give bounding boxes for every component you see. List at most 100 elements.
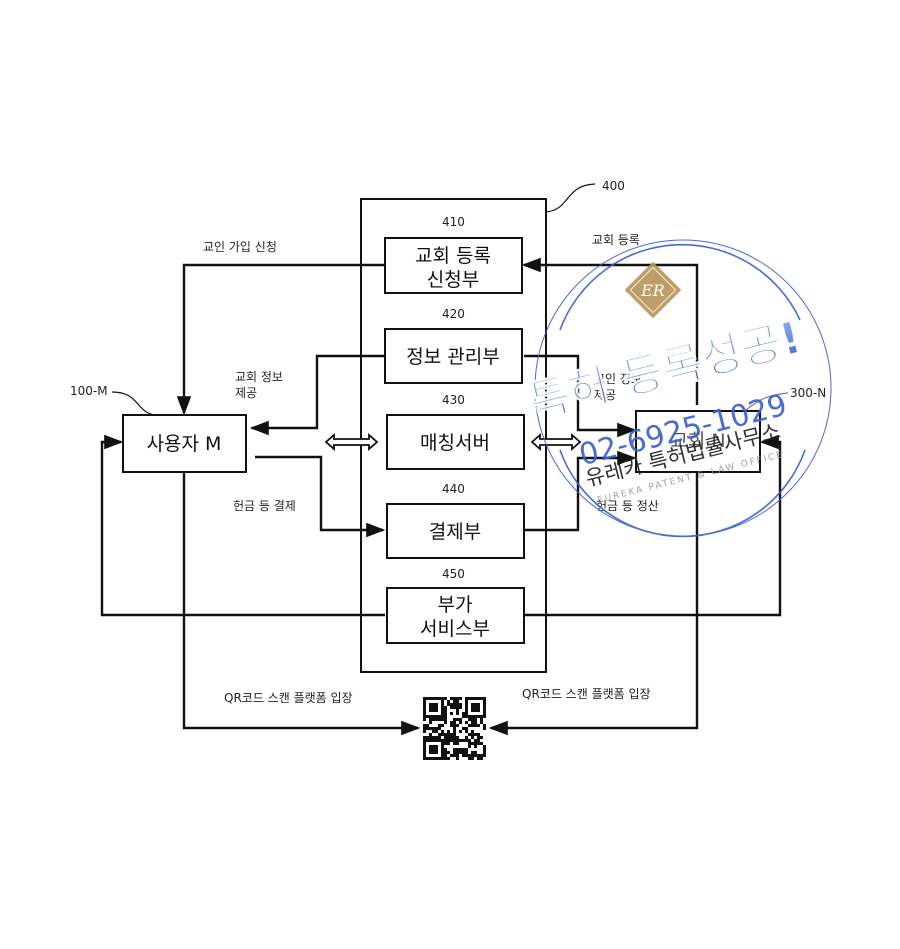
qr-module — [462, 739, 465, 742]
qr-module — [453, 721, 456, 724]
qr-module — [468, 733, 471, 736]
qr-module — [426, 757, 429, 760]
module-410-label-1: 교회 등록 — [415, 245, 491, 267]
qr-module — [477, 754, 480, 757]
module-440-ref: 440 — [442, 482, 465, 496]
qr-module — [426, 697, 429, 700]
qr-module — [459, 697, 462, 700]
qr-module — [441, 715, 444, 718]
qr-module — [438, 697, 441, 700]
label-member-join: 교인 가입 신청 — [203, 240, 277, 254]
qr-module — [459, 718, 462, 721]
qr-module — [441, 751, 444, 754]
qr-module — [471, 724, 474, 727]
qr-module — [456, 709, 459, 712]
qr-module — [453, 697, 456, 700]
qr-module — [471, 718, 474, 721]
qr-module — [429, 715, 432, 718]
qr-module — [477, 736, 480, 739]
qr-module — [468, 754, 471, 757]
qr-module — [471, 733, 474, 736]
qr-module — [450, 706, 453, 709]
qr-module — [429, 745, 432, 748]
qr-module — [444, 718, 447, 721]
qr-module — [426, 724, 429, 727]
qr-module — [429, 748, 432, 751]
qr-module — [447, 700, 450, 703]
module-430-ref: 430 — [442, 393, 465, 407]
er-logo-text: ER — [640, 281, 665, 300]
qr-module — [432, 745, 435, 748]
qr-module — [483, 712, 486, 715]
qr-module — [471, 754, 474, 757]
qr-module — [459, 748, 462, 751]
qr-module — [471, 736, 474, 739]
qr-code — [423, 697, 486, 760]
qr-module — [474, 715, 477, 718]
qr-module — [459, 703, 462, 706]
qr-module — [474, 739, 477, 742]
qr-module — [450, 736, 453, 739]
qr-module — [432, 706, 435, 709]
qr-module — [474, 754, 477, 757]
module-450-ref: 450 — [442, 567, 465, 581]
qr-module — [474, 718, 477, 721]
qr-module — [468, 697, 471, 700]
qr-module — [456, 748, 459, 751]
qr-module — [459, 730, 462, 733]
qr-module — [423, 715, 426, 718]
qr-module — [441, 718, 444, 721]
qr-module — [480, 718, 483, 721]
qr-module — [423, 757, 426, 760]
qr-module — [465, 730, 468, 733]
qr-module — [432, 757, 435, 760]
qr-module — [456, 700, 459, 703]
qr-module — [483, 700, 486, 703]
qr-module — [471, 706, 474, 709]
qr-module — [456, 751, 459, 754]
qr-module — [441, 733, 444, 736]
qr-module — [426, 727, 429, 730]
qr-module — [465, 721, 468, 724]
qr-module — [471, 721, 474, 724]
qr-module — [447, 751, 450, 754]
qr-module — [444, 736, 447, 739]
qr-module — [462, 751, 465, 754]
qr-module — [468, 715, 471, 718]
qr-module — [477, 715, 480, 718]
qr-module — [471, 709, 474, 712]
qr-module — [423, 709, 426, 712]
qr-module — [435, 736, 438, 739]
qr-module — [477, 739, 480, 742]
qr-module — [453, 736, 456, 739]
qr-module — [423, 706, 426, 709]
module-420-ref: 420 — [442, 307, 465, 321]
qr-module — [465, 754, 468, 757]
qr-module — [456, 736, 459, 739]
qr-module — [444, 739, 447, 742]
qr-module — [474, 706, 477, 709]
qr-module — [453, 754, 456, 757]
qr-module — [444, 754, 447, 757]
qr-module — [474, 721, 477, 724]
qr-module — [435, 730, 438, 733]
qr-module — [441, 703, 444, 706]
qr-module — [435, 757, 438, 760]
qr-module — [477, 703, 480, 706]
qr-module — [465, 751, 468, 754]
qr-module — [471, 751, 474, 754]
qr-module — [447, 742, 450, 745]
qr-module — [438, 724, 441, 727]
qr-module — [480, 715, 483, 718]
qr-module — [477, 706, 480, 709]
qr-module — [453, 727, 456, 730]
qr-module — [468, 724, 471, 727]
qr-module — [423, 718, 426, 721]
qr-module — [453, 748, 456, 751]
label-qr-left: QR코드 스캔 플랫폼 입장 — [224, 691, 353, 705]
qr-module — [447, 733, 450, 736]
qr-module — [459, 706, 462, 709]
qr-module — [474, 703, 477, 706]
qr-module — [435, 751, 438, 754]
